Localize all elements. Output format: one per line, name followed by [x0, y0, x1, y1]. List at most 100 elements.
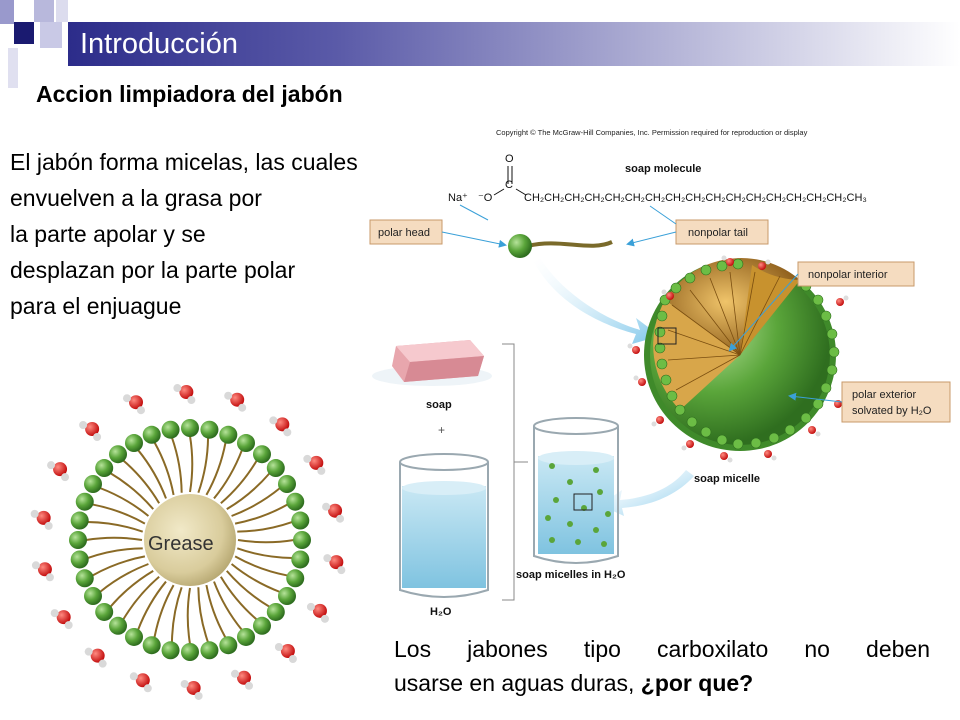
water-hydrogen: [64, 621, 73, 630]
water-hydrogen: [187, 396, 196, 405]
polar-head-sphere: [161, 420, 180, 439]
polar-head-sphere: [266, 602, 285, 621]
formula-chain: CH₂CH₂CH₂CH₂CH₂CH₂CH₂CH₂CH₂CH₂CH₂CH₂CH₂C…: [524, 192, 867, 204]
polar-head-sphere: [200, 420, 219, 439]
grease-label: Grease: [148, 533, 214, 555]
polar-head-sphere: [109, 616, 128, 635]
polar-head-sphere: [109, 445, 128, 464]
water-hydrogen: [136, 406, 145, 415]
water-hydrogen: [231, 669, 240, 678]
water-hydrogen: [45, 573, 54, 582]
polar-head-sphere: [200, 641, 219, 660]
water-hydrogen: [337, 566, 346, 575]
water-hydrogen: [320, 614, 329, 623]
corner-square-5: [56, 0, 68, 22]
soap-molecule-label: soap molecule: [625, 163, 701, 175]
water-hydrogen: [238, 403, 247, 412]
water-oxygen: [280, 644, 295, 659]
water-oxygen: [36, 510, 51, 525]
polar-head-sphere: [291, 550, 310, 569]
water-hydrogen: [303, 454, 312, 463]
polar-exterior-label: polar exterior: [852, 389, 917, 401]
water-hydrogen: [317, 466, 326, 475]
water-hydrogen: [224, 391, 233, 400]
polar-head-sphere: [252, 445, 271, 464]
corner-square-4: [40, 22, 62, 48]
polar-head-sphere: [125, 434, 143, 453]
water-oxygen: [237, 670, 252, 685]
polar-head-sphere: [142, 636, 161, 655]
nonpolar-interior-box: [797, 261, 915, 287]
corner-square-6: [8, 48, 18, 88]
water-oxygen: [37, 562, 52, 577]
polar-head-sphere: [219, 636, 238, 655]
water-hydrogen: [283, 428, 292, 437]
polar-head-sphere: [84, 475, 103, 493]
water-hydrogen: [79, 420, 88, 429]
polar-head-sphere: [252, 616, 271, 635]
formula-o: O: [505, 153, 514, 165]
water-oxygen: [56, 610, 71, 625]
polar-head-sphere: [286, 492, 305, 511]
h2o-label: H₂O: [430, 606, 452, 618]
water-oxygen: [186, 680, 201, 695]
return-arrow-icon: [600, 470, 694, 516]
water-hydrogen: [93, 432, 102, 441]
polar-head-sphere: [69, 531, 87, 549]
water-oxygen: [329, 555, 344, 570]
corner-square-2: [14, 22, 34, 44]
water-hydrogen: [322, 502, 331, 511]
micelles-beaker-icon: [533, 417, 619, 564]
water-hydrogen: [245, 681, 254, 690]
water-oxygen: [275, 417, 290, 432]
corner-square-1: [0, 0, 14, 24]
polar-head-sphere: [161, 641, 180, 660]
water-oxygen: [128, 395, 143, 410]
water-hydrogen: [129, 672, 138, 681]
water-hydrogen: [31, 561, 40, 570]
water-hydrogen: [269, 416, 278, 425]
water-hydrogen: [194, 691, 203, 700]
body-line: El jabón forma micelas, las cuales: [10, 149, 358, 175]
polar-head-sphere: [237, 627, 255, 646]
formula-c: C: [505, 179, 513, 191]
water-hydrogen: [122, 394, 131, 403]
plus-sign: +: [438, 423, 445, 437]
water-hydrogen: [336, 514, 345, 523]
water-hydrogen: [98, 659, 107, 668]
polar-head-sphere: [95, 602, 114, 621]
bottom-line-1: Los jabones tipo carboxilato no deben: [394, 636, 930, 662]
water-hydrogen: [44, 521, 53, 530]
polar-head-sphere: [181, 643, 199, 661]
nonpolar-tail-box: [675, 219, 769, 245]
soap-molecule-icon: [508, 234, 532, 258]
polar-head-sphere: [237, 434, 255, 453]
body-text: El jabón forma micelas, las cuales envue…: [10, 144, 470, 324]
water-hydrogen: [84, 647, 93, 656]
slide-title: Introducción: [80, 28, 238, 60]
nonpolar-tail-label: nonpolar tail: [688, 227, 748, 239]
water-oxygen: [328, 503, 343, 518]
polar-head-sphere: [70, 550, 89, 569]
water-hydrogen: [306, 602, 315, 611]
water-hydrogen: [274, 643, 283, 652]
polar-head-sphere: [75, 492, 94, 511]
formula-o-minus: ⁻O: [478, 192, 493, 204]
body-line: envuelven a la grasa por: [10, 185, 262, 211]
corner-square-3: [34, 0, 54, 22]
water-hydrogen: [50, 609, 59, 618]
flow-arrow-icon: [534, 258, 660, 344]
soap-bar-icon: [372, 340, 492, 386]
water-oxygen: [309, 455, 324, 470]
polar-head-sphere: [293, 531, 311, 549]
water-oxygen: [85, 421, 100, 436]
water-oxygen: [312, 603, 327, 618]
water-oxygen: [179, 385, 194, 400]
micelle-cutaway-icon: [644, 258, 840, 451]
polar-head-sphere: [70, 511, 89, 530]
copyright-text: Copyright © The McGraw-Hill Companies, I…: [496, 128, 808, 137]
bottom-line-2-bold: ¿por que?: [640, 670, 754, 696]
slide-subtitle: Accion limpiadora del jabón: [36, 81, 343, 107]
water-hydrogen: [173, 384, 182, 393]
water-oxygen: [90, 648, 105, 663]
